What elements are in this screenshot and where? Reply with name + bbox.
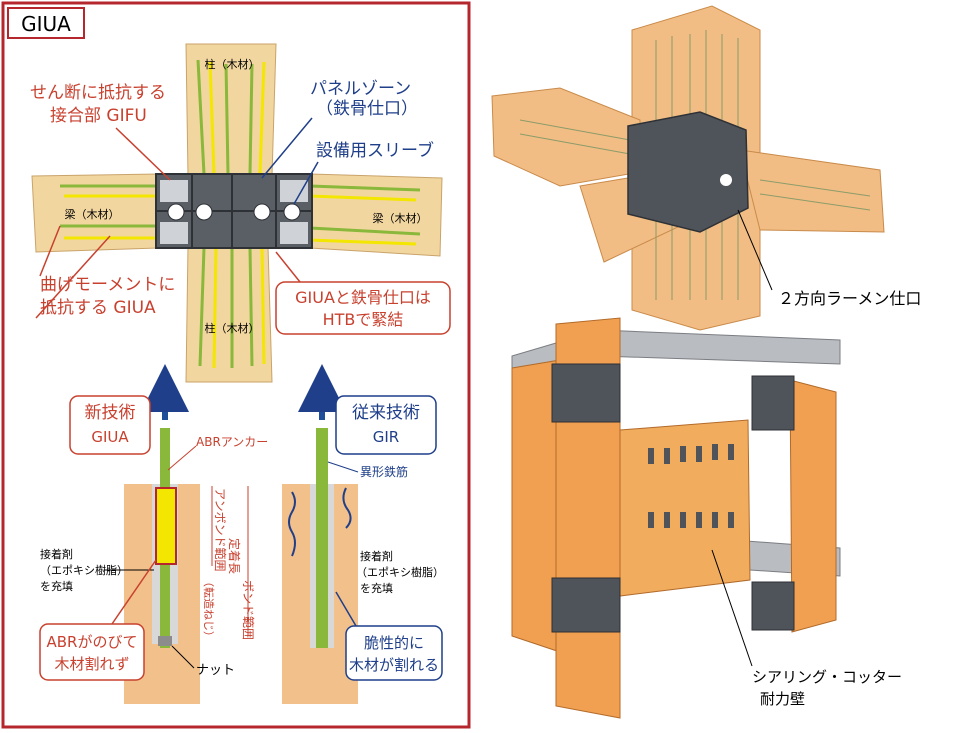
adhesive-left-3: を充填 — [40, 579, 73, 593]
two-dir-leader — [737, 209, 773, 291]
shear-text-2: 接合部 GIFU — [50, 106, 147, 126]
beam-3d-right — [739, 149, 885, 233]
bond-label-2: （転造ねじ） — [202, 576, 216, 642]
two-direction-label: ２方向ラーメン仕口 — [778, 289, 921, 308]
crack-left — [288, 491, 296, 557]
new-tech-text-1: 新技術 — [85, 403, 136, 423]
right-column-3d — [789, 379, 837, 633]
sleeve-hole-3d — [720, 174, 732, 186]
shear-wall-label-2: 耐力壁 — [760, 690, 805, 708]
pillar-bottom-label: 柱（木材） — [205, 321, 260, 335]
shear-wall-label-1: シアリング・コッター — [752, 668, 902, 686]
shear-leader — [115, 127, 171, 181]
adhesive-left-2: （エポキシ樹脂） — [40, 563, 128, 577]
new-tech-box — [69, 395, 151, 455]
htb-leader — [275, 251, 301, 283]
beam-3d-left — [491, 87, 641, 187]
adhesive-right-3: を充填 — [360, 581, 393, 595]
old-tech-text-2: GIR — [373, 428, 399, 446]
brittle-text-2: 木材が割れる — [349, 656, 439, 674]
old-tech-box — [335, 395, 437, 455]
nut-shape — [158, 636, 172, 646]
abr-anchor-label: ABRアンカー — [196, 435, 268, 449]
htb-box — [275, 281, 451, 335]
cotters — [648, 444, 734, 528]
panel-text-2: （鉄骨仕口） — [316, 99, 418, 119]
giua-badge-text: GIUA — [21, 12, 71, 36]
giua-badge — [7, 7, 85, 39]
adhesive-left-1: 接着剤 — [40, 547, 73, 561]
beam-right-label: 梁（木材） — [373, 211, 428, 225]
beam-left-label: 梁（木材） — [65, 207, 120, 221]
brittle-box — [345, 625, 443, 681]
abr-leader — [167, 445, 197, 471]
moment-leader-2 — [35, 235, 111, 319]
new-tech-text-2: GIUA — [91, 428, 129, 446]
abr-result-1: ABRがのびて — [47, 633, 138, 651]
shear-wall-leader — [711, 549, 753, 667]
anchor-length-label: 定着長 — [227, 538, 242, 574]
adhesive-right-1: 接着剤 — [360, 549, 393, 563]
rods — [60, 59, 421, 369]
sleeve-text: 設備用スリーブ — [316, 140, 434, 161]
brittle-text-1: 脆性的に — [364, 634, 424, 652]
moment-leader-1 — [39, 225, 61, 277]
shear-text-1: せん断に抵抗する — [30, 83, 166, 103]
htb-text-1: GIUAと鉄骨仕口は — [295, 288, 431, 307]
cross-joint-plan — [31, 43, 443, 383]
pillar-top-label: 柱（木材） — [205, 57, 260, 71]
sleeve-leader — [293, 161, 319, 205]
abr-result-leader — [111, 559, 157, 625]
nut-label: ナット — [196, 663, 235, 678]
adhesive-right-2: （エポキシ樹脂） — [356, 565, 444, 579]
unbond-zone — [155, 487, 177, 565]
shear-wall-3d: シアリング・コッター 耐力壁 — [511, 317, 902, 719]
giua-panel: GIUA — [1, 1, 471, 729]
moment-text-2: 抵抗する GIUA — [40, 298, 156, 318]
two-direction-joint-3d: ２方向ラーメン仕口 — [491, 5, 921, 331]
sleeve-holes — [167, 203, 301, 221]
bolt-plates — [160, 180, 308, 244]
panel-leader — [261, 117, 313, 179]
crack-right — [342, 487, 352, 529]
nut-leader — [171, 645, 195, 669]
steel-joints-3d — [551, 363, 795, 633]
abr-result-box — [39, 623, 145, 681]
brittle-leader — [335, 591, 357, 627]
abr-result-2: 木材割れず — [54, 655, 129, 673]
unbond-label: アンボンド範囲 — [213, 488, 228, 572]
deformed-label: 異形鉄筋 — [360, 464, 408, 479]
moment-text-1: 曲げモーメントに — [40, 275, 175, 295]
old-tech-text-1: 従来技術 — [352, 403, 420, 423]
steel-joint-3d — [627, 111, 749, 233]
panel-text-1: パネルゾーン — [310, 79, 411, 99]
deformed-rod — [316, 428, 328, 648]
htb-text-2: HTBで緊結 — [323, 310, 404, 329]
deformed-leader — [327, 461, 359, 473]
